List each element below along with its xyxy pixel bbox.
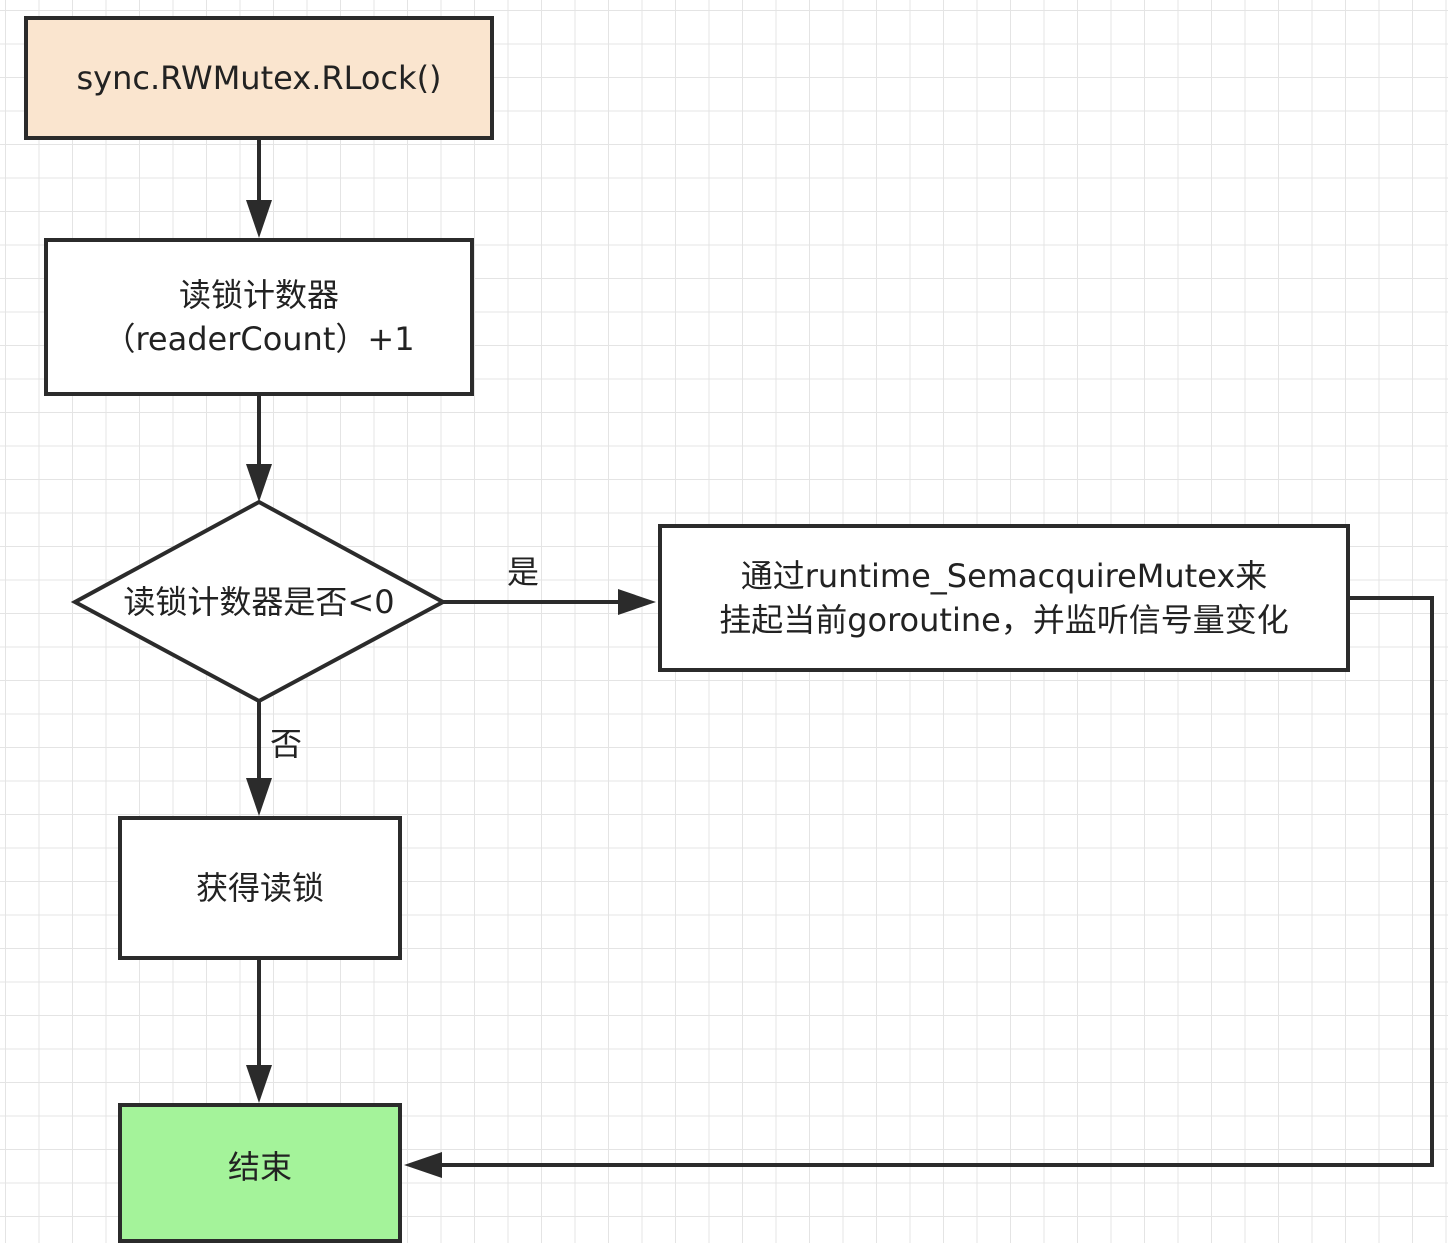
arrow-suspend-to-end [432,596,1434,1167]
acquire-node-label: 获得读锁 [195,869,324,907]
edge-no-label: 否 [270,725,303,763]
arrowhead-decision-to-suspend [618,589,656,615]
arrowhead-suspend-to-end [404,1152,442,1178]
end-node-label: 结束 [227,1148,292,1186]
increment-reader-count-node: 读锁计数器 （readerCount）+1 [44,238,474,396]
arrowhead-acquire-to-end [246,1065,272,1103]
suspend-node-line1: 通过runtime_SemacquireMutex来 [740,557,1268,595]
decision-node-label: 读锁计数器是否<0 [123,583,395,621]
arrowhead-start-to-increment [246,200,272,238]
suspend-goroutine-node: 通过runtime_SemacquireMutex来 挂起当前goroutine… [658,524,1350,672]
end-node: 结束 [118,1103,402,1243]
arrowhead-increment-to-decision [246,464,272,502]
suspend-node-line2: 挂起当前goroutine，并监听信号量变化 [719,601,1289,639]
flowchart-connectors [70,140,1434,1178]
increment-node-line2: （readerCount）+1 [103,320,415,358]
start-node-label: sync.RWMutex.RLock() [76,59,442,97]
start-node: sync.RWMutex.RLock() [24,16,494,140]
acquire-read-lock-node: 获得读锁 [118,816,402,960]
increment-node-line1: 读锁计数器 [178,276,339,314]
arrowhead-decision-to-acquire [246,778,272,816]
edge-yes-label: 是 [507,553,540,591]
